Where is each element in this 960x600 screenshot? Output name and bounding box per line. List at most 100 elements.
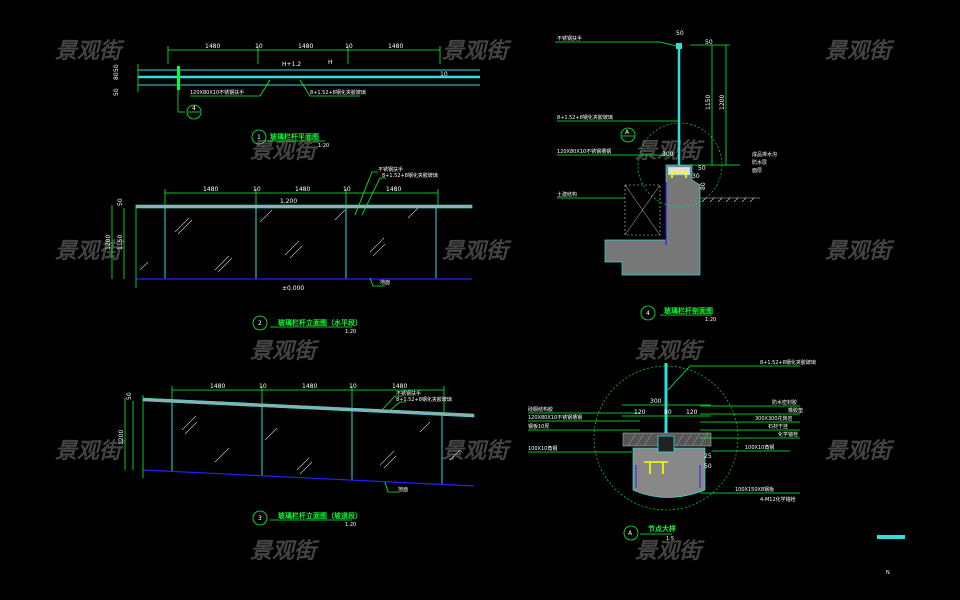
section-callout[interactable] [186, 104, 202, 120]
title-number: 4 [646, 310, 650, 317]
title-number: 2 [258, 320, 262, 327]
watermark: 景观街 [250, 539, 320, 564]
dim-label: 10 [255, 43, 263, 50]
dim-label: 50 [698, 165, 706, 172]
dim-label: 1480 [203, 186, 218, 193]
dim-label: 1480 [210, 383, 225, 390]
watermark: 景观街 [635, 139, 705, 164]
watermark: 景观街 [825, 39, 895, 64]
dim-label: 1480 [392, 383, 407, 390]
elevation-slope-view: 1480 10 1480 10 1480 1200 50 不锈钢扶手 8+1.5… [118, 383, 475, 528]
callout-note: 8+1.52+8钢化夹胶玻璃 [396, 396, 452, 403]
callout-note: 300X300花岗岩 [755, 415, 793, 422]
callout-note: 不锈钢扶手 [378, 166, 403, 173]
drawing-title: 玻璃栏杆平面图 [270, 132, 319, 141]
dim-label: 1480 [388, 43, 403, 50]
watermark: 景观街 [635, 539, 705, 564]
dim-label: 1480 [386, 186, 401, 193]
scale-label: 1:20 [705, 317, 716, 323]
callout-note: 橡胶垫 [788, 407, 803, 414]
plan-view: 1480 10 1480 10 1480 80 50 50 H+1.2 H 10… [113, 43, 480, 149]
detail-view: 300 120 80 120 25 50 硅酮结构胶 120X80X10不锈钢槽… [528, 359, 816, 542]
callout-note: 4-M12化学锚栓 [760, 496, 796, 503]
watermark: 景观街 [55, 39, 125, 64]
dim-label: 80 [664, 409, 672, 416]
dim-label: 1150 [117, 235, 124, 250]
section-view: 50 50 1150 1200 50 300 30 80 不锈钢扶手 8+1.5… [555, 30, 777, 323]
dim-label: 10 [259, 383, 267, 390]
dim-label: 300 [650, 398, 662, 405]
callout-note: 8+1.52+8钢化夹胶玻璃 [382, 172, 438, 179]
callout-note: 120X80X10不锈钢扶手 [190, 89, 244, 96]
watermark: 景观街 [442, 439, 512, 464]
elevation-mark: H [328, 59, 333, 66]
callout-note: 地面 [398, 486, 408, 493]
dim-label: 1480 [298, 43, 313, 50]
watermark: 景观街 [55, 439, 125, 464]
dim-label: 50 [704, 463, 712, 470]
callout-note: 8+1.52+8钢化夹胶玻璃 [310, 89, 366, 96]
dim-label: 1480 [205, 43, 220, 50]
dim-label: 80 [700, 182, 707, 190]
dim-label: 1150 [705, 95, 712, 110]
dim-label: 120 [686, 409, 698, 416]
callout-note: 钢板10厚 [528, 423, 549, 430]
elevation-flat-view: 1480 10 1480 10 1480 1200 1150 50 1.200 … [105, 166, 473, 335]
dim-label: 50 [705, 39, 713, 46]
watermark: 景观街 [825, 439, 895, 464]
dim-label: 1480 [302, 383, 317, 390]
section-ref: 4 [192, 105, 196, 112]
callout-note: 不锈钢扶手 [396, 390, 421, 397]
callout-note: 100X10角钢 [528, 445, 557, 452]
dim-label: 50 [676, 30, 684, 37]
callout-note: 不锈钢扶手 [557, 35, 582, 42]
drawing-title: 玻璃栏杆剖面图 [664, 306, 713, 315]
watermark: 景观街 [635, 339, 705, 364]
dim-label: 50 [126, 392, 133, 400]
dim-label: 10 [440, 71, 448, 78]
dim-label: 30 [692, 173, 700, 180]
dim-label: 1200 [105, 235, 112, 250]
dim-label: 50 [113, 88, 120, 96]
elevation-mark: H+1.2 [282, 61, 301, 68]
watermark: 景观街 [250, 139, 320, 164]
watermark: 景观街 [442, 39, 512, 64]
scale-label: 1:20 [345, 522, 356, 528]
callout-note: 硅酮结构胶 [528, 406, 553, 413]
dim-label: 10 [345, 43, 353, 50]
callout-note: 防水层 [752, 159, 767, 166]
drawing-title: 节点大样 [648, 524, 676, 533]
callout-note: 面层 [752, 168, 762, 174]
scale-label: 1:20 [345, 329, 356, 335]
callout-note: 8+1.52+8钢化夹胶玻璃 [760, 359, 816, 366]
watermark: 景观街 [55, 239, 125, 264]
callout-note: 8+1.52+8钢化夹胶玻璃 [557, 114, 613, 121]
drawing-title: 玻璃栏杆立面图（水平段） [278, 318, 362, 327]
callout-note: 土建结构 [557, 191, 577, 198]
watermark: 景观街 [825, 239, 895, 264]
elevation-mark: 1.200 [280, 198, 297, 205]
dim-label: 10 [253, 186, 261, 193]
watermark: 景观街 [250, 339, 320, 364]
dim-label: 1200 [719, 95, 726, 110]
callout-note: 100X150X8钢板 [735, 486, 774, 493]
dim-label: 1200 [118, 430, 125, 445]
callout-note: 100X10角钢 [745, 444, 774, 451]
watermark: 景观街 [442, 239, 512, 264]
corner-mark: N [886, 570, 890, 576]
callout-note: 防水密封胶 [772, 399, 797, 406]
detail-callout[interactable] [620, 127, 636, 143]
title-number: A [628, 530, 633, 537]
callout-note: 120X80X10不锈钢槽钢 [528, 414, 582, 421]
legend-bar [877, 535, 905, 539]
dim-label: 80 [113, 72, 120, 80]
watermarks: 景观街 景观街 景观街 景观街 景观街 景观街 景观街 景观街 景观街 景观街 … [55, 39, 895, 564]
callout-note: 120X80X10不锈钢槽钢 [557, 148, 611, 155]
callout-note: 成品排水沟 [752, 151, 777, 158]
scale-label: 1:5 [666, 536, 674, 542]
title-number: 1 [257, 134, 261, 141]
dim-label: 10 [343, 186, 351, 193]
dim-label: 120 [634, 409, 646, 416]
dim-label: 25 [704, 453, 712, 460]
